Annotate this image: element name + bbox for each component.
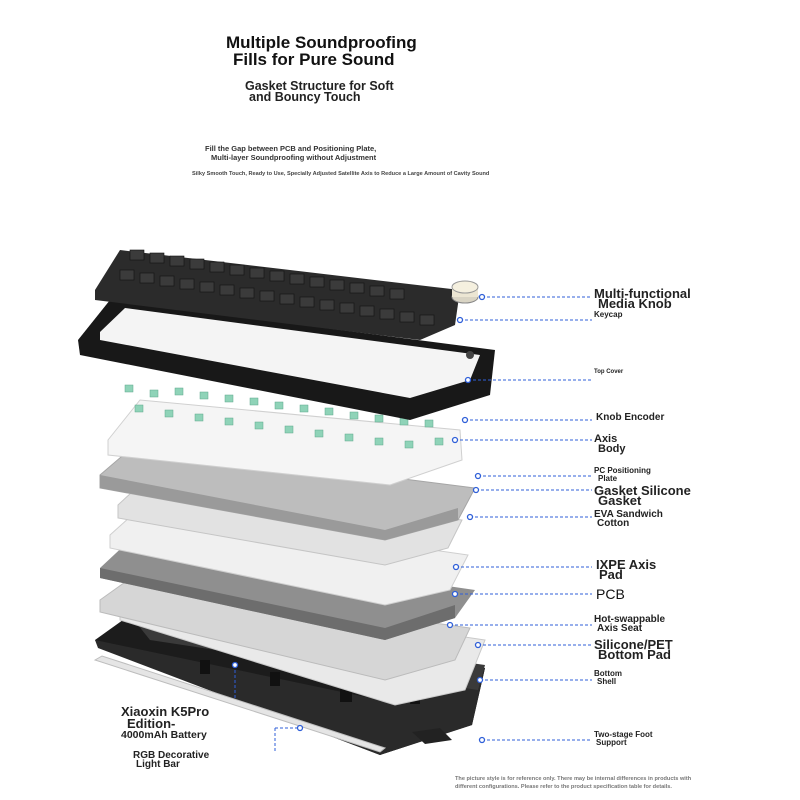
label-light-bar-line2: Light Bar [136,759,180,770]
label-pc-plate-line2: Plate [598,474,618,483]
note1: Fill the Gap between PCB and Positioning… [205,144,376,162]
label-knob-line1: Multi-functional [594,286,691,301]
headline-line2: Fills for Pure Sound [233,50,395,69]
label-battery-line2: Edition- [127,716,176,731]
label-eva-line1: EVA Sandwich [594,509,663,520]
label-knob: Multi-functional Media Knob [594,286,691,311]
subheadline-line2: and Bouncy Touch [249,90,361,104]
label-pc-plate: PC Positioning Plate [594,467,651,483]
keycaps-illustration [95,249,460,340]
label-gasket: Gasket Silicone Gasket [594,483,691,508]
label-hotswap-line2: Axis Seat [597,623,643,634]
label-battery: Xiaoxin K5Pro Edition- 4000mAh Battery [121,704,210,741]
disclaimer-line2: different configurations. Please refer t… [455,784,672,790]
label-foot: Two-stage Foot Support [594,731,653,747]
note1-line1: Fill the Gap between PCB and Positioning… [205,144,377,153]
label-silicone-pet: Silicone/PET Bottom Pad [594,637,673,662]
top-cover-illustration [78,300,495,420]
callout-dots [231,293,486,744]
label-hotswap: Hot-swappable Axis Seat [594,614,666,634]
label-foot-line1: Two-stage Foot [594,730,653,739]
note2: Silky Smooth Touch, Ready to Use, Specia… [192,171,490,177]
light-bar-illustration [93,655,387,753]
note1-line2: Multi-layer Soundproofing without Adjust… [211,153,377,162]
label-bottom-shell-line1: Bottom [594,669,622,678]
label-hotswap-line1: Hot-swappable [594,614,666,625]
label-axis-body: Axis Body [594,433,626,455]
label-top-cover: Top Cover [594,369,624,375]
media-knob-illustration [451,280,479,304]
label-ixpe-line2: Pad [599,567,623,582]
label-eva-line2: Cotton [597,518,630,529]
label-ixpe-line1: IXPE Axis [596,557,657,572]
disclaimer: The picture style is for reference only.… [455,775,691,791]
label-keycap: Keycap [594,310,623,319]
label-bottom-shell-line2: Shell [597,677,617,686]
label-silicone-pet-line1: Silicone/PET [594,637,673,652]
label-bottom-shell: Bottom Shell [594,670,622,686]
label-encoder: Knob Encoder [596,412,665,423]
label-axis-body-line2: Body [598,443,626,455]
foot-illustration [412,728,452,744]
headline: Multiple Soundproofing Fills for Pure So… [226,34,417,68]
label-axis-body-line1: Axis [594,433,618,445]
headline-line1: Multiple Soundproofing [226,33,417,52]
label-ixpe: IXPE Axis Pad [596,557,657,582]
label-light-bar-line1: RGB Decorative [133,750,210,761]
label-eva: EVA Sandwich Cotton [594,509,663,529]
label-pc-plate-line1: PC Positioning [594,466,651,475]
label-pcb: PCB [596,586,625,602]
label-silicone-pet-line2: Bottom Pad [598,647,671,662]
label-battery-line3: 4000mAh Battery [121,729,207,741]
callout-lines [234,296,592,752]
switches-illustration [107,384,463,486]
label-battery-line1: Xiaoxin K5Pro [121,704,210,719]
subheadline: Gasket Structure for Soft and Bouncy Tou… [245,79,394,104]
subheadline-line1: Gasket Structure for Soft [245,79,394,93]
disclaimer-line1: The picture style is for reference only.… [455,776,692,782]
label-gasket-line1: Gasket Silicone [594,483,691,498]
label-gasket-line2: Gasket [598,493,642,508]
label-light-bar: RGB Decorative Light Bar [133,750,210,770]
label-knob-line2: Media Knob [598,296,672,311]
label-foot-line2: Support [596,738,627,747]
